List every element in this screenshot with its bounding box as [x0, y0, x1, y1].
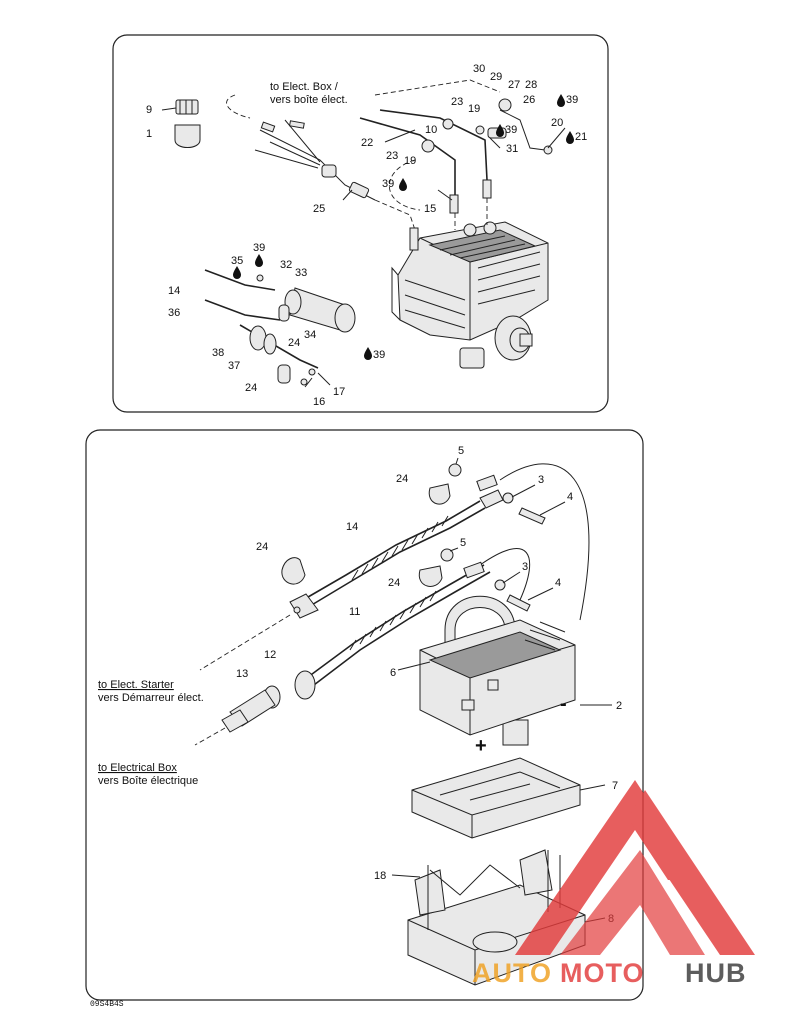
cable-14: [199, 489, 504, 671]
callout-39-d: 39: [253, 242, 265, 254]
callout-39-c: 39: [382, 178, 394, 190]
callout-1: 1: [146, 128, 152, 140]
label-to-elect-box: to Elect. Box /: [270, 81, 339, 93]
top-panel-frame: [112, 34, 609, 413]
drawing-code: 09S4B4S: [90, 1000, 124, 1009]
terminal-hardware: [281, 463, 546, 612]
callout-20: 20: [551, 117, 563, 129]
callout-38: 38: [212, 347, 224, 359]
callout-12: 12: [264, 649, 276, 661]
callout-23-b: 23: [386, 150, 398, 162]
callout-5-b: 5: [460, 537, 466, 549]
callout-35: 35: [231, 255, 243, 267]
callout-24-b: 24: [245, 382, 257, 394]
callout-3-a: 3: [538, 474, 544, 486]
callout-15: 15: [424, 203, 436, 215]
oil-drop-icon: [255, 254, 263, 267]
callout-30: 30: [473, 63, 485, 75]
callout-2: 2: [616, 700, 622, 712]
oil-drop-icon: [566, 131, 574, 144]
negative-terminal-symbol: -: [560, 693, 567, 715]
callout-29: 29: [490, 71, 502, 83]
label-vers-boite-electrique: vers Boîte électrique: [98, 775, 198, 787]
callout-37: 37: [228, 360, 240, 372]
callout-18: 18: [374, 870, 386, 882]
callout-32: 32: [280, 259, 292, 271]
callout-14-b: 14: [346, 521, 358, 533]
watermark-text-moto: MOTO: [560, 958, 645, 988]
watermark-text-auto: AUTO: [472, 958, 552, 988]
loop-mid: [479, 548, 531, 601]
callout-39-a: 39: [566, 94, 578, 106]
callout-27: 27: [508, 79, 520, 91]
label-vers-demarreur: vers Démarreur élect.: [98, 692, 204, 704]
callout-4-b: 4: [555, 577, 561, 589]
callout-6: 6: [390, 667, 396, 679]
callout-26: 26: [523, 94, 535, 106]
cable-11: [194, 564, 491, 746]
callout-19-b: 19: [404, 155, 416, 167]
callout-14: 14: [168, 285, 180, 297]
callout-24-e: 24: [388, 577, 400, 589]
callout-24-a: 24: [288, 337, 300, 349]
positive-terminal-symbol: +: [475, 735, 487, 757]
callout-28: 28: [525, 79, 537, 91]
callout-10: 10: [425, 124, 437, 136]
callout-3-b: 3: [522, 561, 528, 573]
callout-9: 9: [146, 104, 152, 116]
callout-34: 34: [304, 329, 316, 341]
callout-25: 25: [313, 203, 325, 215]
callout-22: 22: [361, 137, 373, 149]
starter-motor: [204, 269, 356, 386]
spark-plug-wires: [359, 98, 553, 230]
oil-drop-icon: [557, 94, 565, 107]
callout-5-a: 5: [458, 445, 464, 457]
oil-drop-icon: [399, 178, 407, 191]
clip-part-9: [174, 99, 201, 148]
callout-16: 16: [313, 396, 325, 408]
bottom-panel-frame: [85, 429, 644, 1001]
loop-top: [499, 463, 590, 621]
callout-39-e: 39: [373, 349, 385, 361]
oil-drop-icons: [233, 94, 574, 360]
callout-7: 7: [612, 780, 618, 792]
callout-24-c: 24: [396, 473, 408, 485]
engine-assembly: [391, 221, 549, 369]
callout-24-d: 24: [256, 541, 268, 553]
watermark-logo-triangle-icon: [515, 780, 755, 955]
harness: [226, 79, 501, 251]
battery-cover: [411, 757, 581, 839]
callout-17: 17: [333, 386, 345, 398]
callout-13: 13: [236, 668, 248, 680]
callout-31: 31: [506, 143, 518, 155]
automotohub-watermark: AUTO MOTO HUB: [472, 780, 755, 988]
watermark-text-hub: HUB: [685, 958, 747, 988]
callout-11: 11: [349, 606, 360, 618]
callout-19-a: 19: [468, 103, 480, 115]
label-vers-boite: vers boîte élect.: [270, 94, 348, 106]
battery-assembly: [419, 595, 576, 746]
callout-33: 33: [295, 267, 307, 279]
callout-21: 21: [575, 131, 587, 143]
callout-36: 36: [168, 307, 180, 319]
callout-23-a: 23: [451, 96, 463, 108]
callout-4-a: 4: [567, 491, 573, 503]
top-leaders: [161, 107, 566, 388]
oil-drop-icon: [233, 266, 241, 279]
label-to-electrical-box: to Electrical Box: [98, 762, 177, 774]
bottom-panel: to Elect. Starter vers Démarreur élect. …: [85, 429, 644, 1001]
oil-drop-icon: [364, 347, 372, 360]
top-panel: to Elect. Box / vers boîte élect. 9 1 30…: [112, 34, 609, 413]
label-to-elect-starter: to Elect. Starter: [98, 679, 174, 691]
oil-drop-icon: [496, 124, 504, 137]
callout-39-b: 39: [505, 124, 517, 136]
